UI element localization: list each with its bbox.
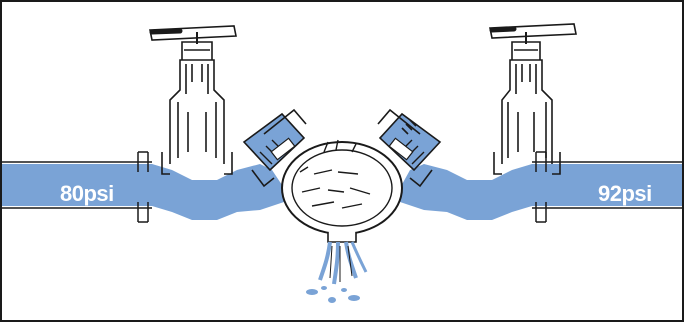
relief-valve-chamber	[281, 139, 403, 243]
right-shutoff-valve	[493, 41, 561, 175]
inlet-pipe	[2, 151, 284, 223]
left-check-valve	[242, 108, 307, 188]
right-check-valve	[377, 108, 442, 188]
water-discharge-drips	[306, 241, 368, 303]
left-shutoff-valve	[161, 41, 233, 175]
inlet-pressure-label: 80psi	[60, 181, 114, 206]
outlet-pressure-label: 92psi	[598, 181, 652, 206]
outlet-pipe	[400, 151, 682, 223]
right-handwheel-icon	[489, 23, 577, 44]
left-handwheel-icon	[149, 25, 237, 44]
